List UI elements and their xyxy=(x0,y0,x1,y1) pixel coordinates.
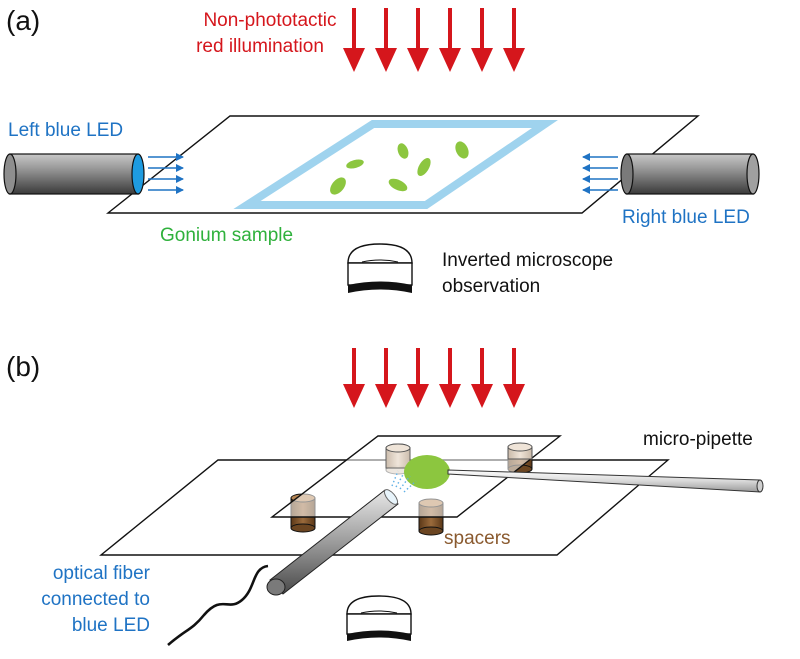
down-arrow-icon xyxy=(503,8,525,72)
down-arrow-icon xyxy=(471,8,493,72)
spacer-cylinder-icon xyxy=(507,442,533,460)
down-arrow-icon xyxy=(407,8,429,72)
microscope-objective-icon xyxy=(347,243,413,293)
down-arrow-icon xyxy=(439,8,461,72)
red-illumination-arrows-b xyxy=(343,348,525,408)
red-illumination-arrows-a xyxy=(343,8,525,72)
fiber-label-line1: optical fiber xyxy=(52,563,150,584)
illumination-label-line2: red illumination xyxy=(196,36,324,57)
micropipette xyxy=(447,469,764,493)
down-arrow-icon xyxy=(407,348,429,408)
panel-label-a: (a) xyxy=(6,5,41,36)
spacers-label: spacers xyxy=(444,528,511,549)
gonium-sample-label: Gonium sample xyxy=(160,225,294,246)
microscope-objective-icon xyxy=(346,595,412,641)
optical-fiber xyxy=(167,489,399,646)
spacer-cylinder-icon xyxy=(385,443,411,469)
micropipette-label: micro-pipette xyxy=(643,429,753,450)
right-led-label: Right blue LED xyxy=(622,207,750,228)
led-cylinder-icon xyxy=(3,153,145,195)
left-led-arrows xyxy=(148,153,184,194)
down-arrow-icon xyxy=(343,348,365,408)
fiber-light-rays xyxy=(391,470,417,493)
gonium-colony xyxy=(404,455,450,489)
left-led-label: Left blue LED xyxy=(8,120,124,141)
down-arrow-icon xyxy=(503,348,525,408)
illumination-label-line1: Non-phototactic xyxy=(203,10,337,31)
microscope-label-line1: Inverted microscope xyxy=(442,250,614,271)
microscope-label-line2: observation xyxy=(442,276,541,297)
led-cylinder-icon xyxy=(620,153,760,195)
down-arrow-icon xyxy=(471,348,493,408)
fiber-label-line2: connected to xyxy=(41,589,150,610)
fiber-label-line3: blue LED xyxy=(71,615,150,636)
panel-label-b: (b) xyxy=(6,351,41,382)
sample-chamber xyxy=(233,120,558,209)
down-arrow-icon xyxy=(375,8,397,72)
down-arrow-icon xyxy=(343,8,365,72)
stage-plane-a xyxy=(105,115,700,214)
right-led-arrows xyxy=(582,153,618,194)
down-arrow-icon xyxy=(439,348,461,408)
down-arrow-icon xyxy=(375,348,397,408)
gonium-cells xyxy=(330,141,469,195)
